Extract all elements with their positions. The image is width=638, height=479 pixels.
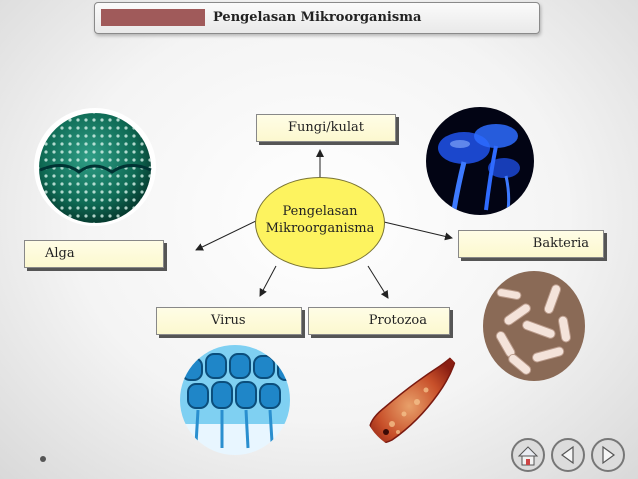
- node-protozoa: Protozoa: [308, 307, 450, 335]
- node-bakteria: Bakteria: [458, 230, 604, 258]
- arrow-to-alga: [196, 220, 258, 250]
- fungi-image: [424, 106, 536, 216]
- center-label-line1: Pengelasan: [256, 204, 384, 219]
- node-alga: Alga: [24, 240, 164, 268]
- protozoa-image: [362, 344, 468, 452]
- slide-bullet: [40, 456, 46, 462]
- center-label-line2: Mikroorganisma: [256, 221, 384, 236]
- node-virus: Virus: [156, 307, 302, 335]
- node-virus-label: Virus: [211, 313, 246, 328]
- node-alga-label: Alga: [45, 246, 75, 261]
- alga-image: [34, 108, 156, 226]
- virus-image: [178, 344, 292, 456]
- bakteria-image: [482, 270, 586, 382]
- back-icon[interactable]: [550, 437, 586, 473]
- arrow-to-bakteria: [384, 222, 452, 238]
- node-bakteria-label: Bakteria: [533, 236, 589, 251]
- node-fungi-label: Fungi/kulat: [288, 120, 364, 135]
- home-icon[interactable]: [510, 437, 546, 473]
- arrow-to-virus: [260, 266, 276, 296]
- node-protozoa-label: Protozoa: [369, 313, 427, 328]
- node-fungi: Fungi/kulat: [256, 114, 396, 142]
- center-node: Pengelasan Mikroorganisma: [255, 177, 385, 269]
- forward-icon[interactable]: [590, 437, 626, 473]
- arrow-to-protozoa: [368, 266, 388, 298]
